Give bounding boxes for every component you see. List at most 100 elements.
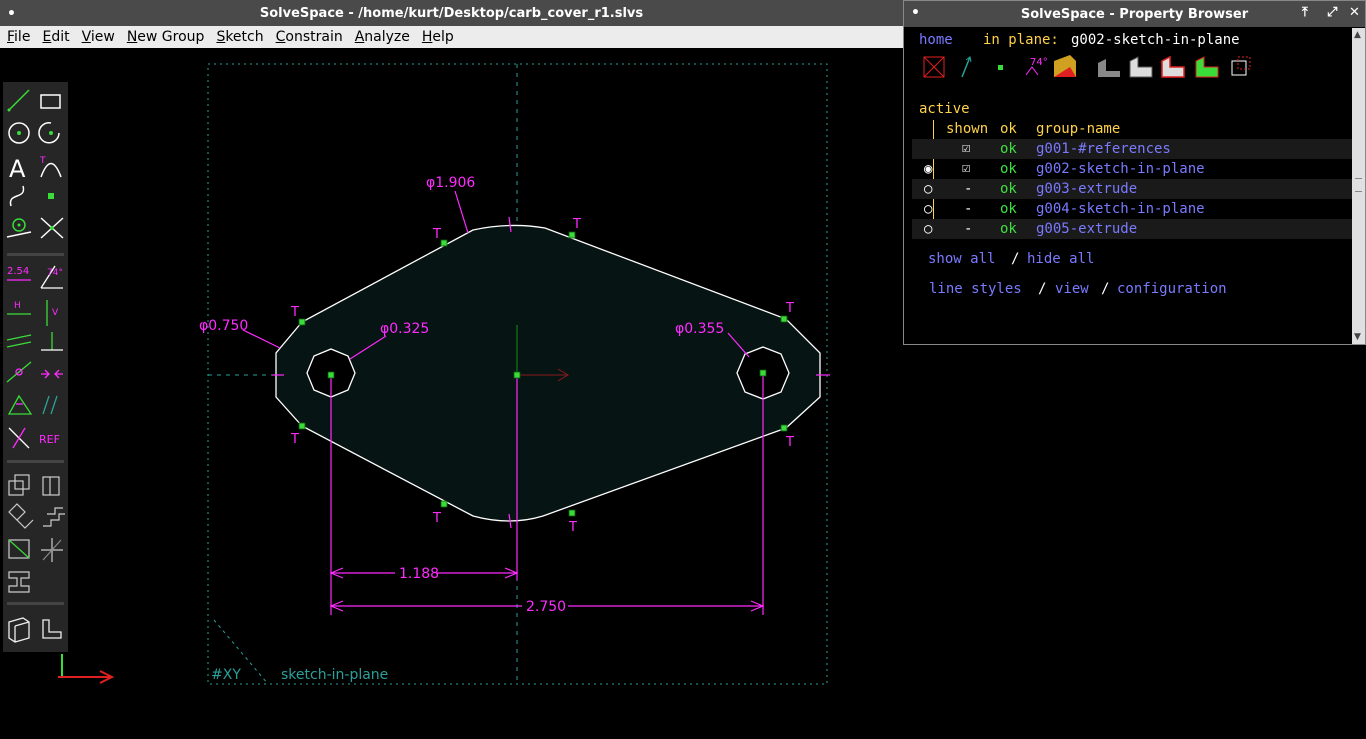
scroll-thumb[interactable] [1355, 178, 1362, 192]
top-diameter-label[interactable]: φ1.906 [426, 175, 475, 191]
left-outer-diameter-label[interactable]: φ0.750 [199, 318, 248, 334]
menu-constrain[interactable]: Constrain [275, 29, 343, 45]
right-hole-center[interactable] [759, 369, 767, 377]
table-row[interactable] [912, 179, 1352, 199]
faces-visibility-icon[interactable] [1054, 55, 1076, 77]
right-hole-diameter-label[interactable]: φ0.355 [675, 321, 724, 337]
group-name-link[interactable]: g005-extrude [1036, 221, 1138, 237]
menu-help[interactable]: Help [421, 29, 454, 45]
step-rotating-icon[interactable] [42, 476, 60, 496]
table-row[interactable] [912, 139, 1352, 159]
line-styles-link[interactable]: line styles [929, 281, 1022, 297]
active-radio[interactable]: ○ [924, 181, 933, 197]
symmetric-icon[interactable] [41, 369, 63, 379]
sketch-point[interactable] [298, 318, 306, 326]
split-curves-icon[interactable] [40, 217, 64, 239]
active-radio[interactable]: ○ [924, 201, 933, 217]
horizontal-constraint-icon[interactable]: H [7, 301, 31, 315]
parallel-icon[interactable] [6, 334, 32, 348]
equal-icon[interactable] [7, 394, 33, 415]
arc-icon[interactable] [38, 122, 60, 144]
configuration-link[interactable]: configuration [1117, 281, 1227, 297]
left-hole-center[interactable] [327, 371, 335, 379]
home-link[interactable]: home [919, 32, 953, 48]
same-orientation-icon[interactable] [42, 395, 58, 415]
workplanes-visibility-icon[interactable] [923, 56, 945, 78]
show-all-link[interactable]: show all [928, 251, 996, 267]
group-name-link[interactable]: g002-sketch-in-plane [1036, 161, 1205, 177]
perpendicular-icon[interactable] [41, 332, 63, 351]
hide-all-link[interactable]: hide all [1027, 251, 1095, 267]
step-translating-icon[interactable] [8, 474, 30, 496]
shown-dash[interactable]: - [964, 221, 973, 237]
scroll-down-icon[interactable]: ▼ [1354, 332, 1361, 342]
carb-cover-outline[interactable] [275, 224, 821, 522]
window-menu-icon[interactable]: • [911, 5, 920, 21]
active-radio[interactable]: ○ [924, 221, 933, 237]
edges-visibility-icon[interactable] [1129, 56, 1153, 78]
import-icon[interactable] [8, 571, 30, 593]
nearest-ortho-view-icon[interactable] [42, 619, 62, 639]
circle-icon[interactable] [8, 122, 30, 144]
reference-icon[interactable]: REF [39, 433, 60, 446]
maximize-icon[interactable]: ⤢ [1327, 5, 1338, 20]
menu-analyze[interactable]: Analyze [354, 29, 410, 45]
datum-point-icon[interactable] [48, 193, 54, 199]
shown-checkbox[interactable]: ☑ [962, 160, 971, 176]
distance-dimension-icon[interactable]: 2.54 [7, 266, 31, 281]
scroll-up-icon[interactable]: ▲ [1354, 30, 1361, 40]
shown-dash[interactable]: - [964, 201, 973, 217]
window-menu-icon[interactable]: • [7, 6, 16, 22]
half-spacing-label[interactable]: 1.188 [399, 566, 439, 582]
extrude-icon[interactable] [8, 503, 34, 529]
sketch-in-3d-icon[interactable] [8, 539, 30, 559]
shown-checkbox[interactable]: ☑ [962, 140, 971, 156]
constraints-visibility-icon[interactable]: 74° [1025, 57, 1048, 76]
sketch-point[interactable] [780, 315, 788, 323]
outlines-visibility-icon[interactable] [1161, 55, 1185, 78]
hole-spacing-label[interactable]: 2.750 [526, 599, 566, 615]
pin-icon[interactable]: ⤒ [1302, 5, 1308, 20]
text-icon[interactable]: A [9, 155, 26, 183]
sketch-drawing[interactable]: φ1.906 φ0.750 φ0.325 φ0.355 1.188 2.750 … [0, 48, 903, 739]
group-name-link[interactable]: g004-sketch-in-plane [1036, 201, 1205, 217]
sketch-point[interactable] [780, 424, 788, 432]
menu-new-group[interactable]: New Group [126, 29, 205, 45]
sketch-canvas[interactable]: φ1.906 φ0.750 φ0.325 φ0.355 1.188 2.750 … [0, 48, 903, 739]
normals-visibility-icon[interactable] [961, 56, 972, 78]
nearest-isometric-view-icon[interactable] [8, 617, 30, 643]
sketch-point[interactable] [440, 239, 448, 247]
line-segment-icon[interactable] [7, 89, 30, 112]
shown-dash[interactable]: - [964, 181, 973, 197]
close-icon[interactable]: ✕ [1349, 5, 1360, 20]
view-link[interactable]: view [1055, 281, 1089, 297]
workplane-point-icon[interactable] [6, 218, 32, 238]
active-radio[interactable]: ◉ [924, 161, 933, 177]
other-angle-icon[interactable] [8, 427, 30, 449]
bezier-icon[interactable] [9, 185, 25, 207]
mesh-visibility-icon[interactable] [1195, 56, 1219, 78]
canvas-right-area[interactable] [903, 345, 1366, 739]
sketch-point[interactable] [440, 500, 448, 508]
sketch-point[interactable] [568, 509, 576, 517]
tangent-arc-icon[interactable]: T [39, 156, 62, 178]
group-name-link[interactable]: g001-#references [1036, 141, 1171, 157]
group-name-link[interactable]: g003-extrude [1036, 181, 1138, 197]
table-row[interactable] [912, 219, 1352, 239]
vertical-constraint-icon[interactable]: V [46, 300, 59, 326]
menu-file[interactable]: File [7, 29, 31, 45]
main-window-titlebar[interactable]: • SolveSpace - /home/kurt/Desktop/carb_c… [0, 0, 903, 26]
left-hole-diameter-label[interactable]: φ0.325 [380, 321, 429, 337]
origin-point[interactable] [513, 371, 521, 379]
point-on-line-icon[interactable] [6, 361, 32, 383]
sketch-point[interactable] [568, 231, 576, 239]
rectangle-icon[interactable] [40, 94, 61, 109]
menu-view[interactable]: View [81, 29, 115, 45]
menu-sketch[interactable]: Sketch [216, 29, 264, 45]
sketch-point[interactable] [298, 422, 306, 430]
angle-dimension-icon[interactable]: 74° [40, 265, 63, 289]
property-browser-titlebar[interactable]: • SolveSpace - Property Browser ⤒ ⤢ ✕ [904, 1, 1365, 27]
points-visibility-icon[interactable] [998, 65, 1003, 70]
shaded-visibility-icon[interactable] [1098, 59, 1120, 77]
hidden-lines-icon[interactable] [1231, 56, 1251, 76]
